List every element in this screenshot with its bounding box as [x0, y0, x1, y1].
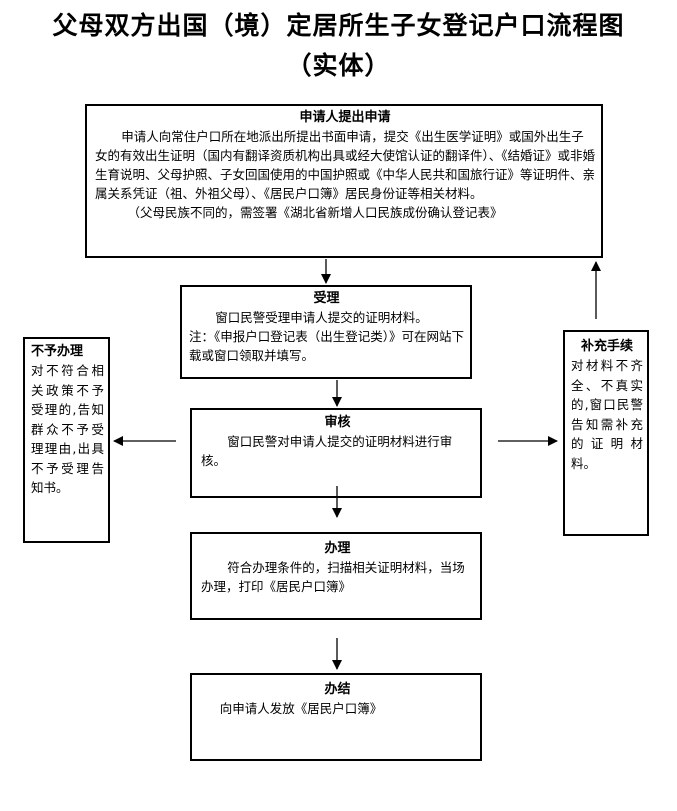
review-step-box: 审核 窗口民警对申请人提交的证明材料进行审核。: [190, 408, 482, 498]
reject-step-heading: 不予办理: [31, 344, 84, 359]
process-step-box: 办理 符合办理条件的，扫描相关证明材料，当场办理，打印《居民户口簿》: [190, 532, 482, 620]
apply-step-note: （父母民族不同的，需签署《湖北省新增人口民族成份确认登记表》: [127, 205, 503, 220]
process-step-body: 符合办理条件的，扫描相关证明材料，当场办理，打印《居民户口簿》: [201, 560, 465, 594]
page-subtitle: （实体）: [286, 51, 391, 80]
apply-step-heading: 申请人提出申请: [299, 110, 391, 125]
supplement-step-box: 补充手续 对材料不齐全、不真实的,窗口民警告知需补充的证明材料。: [563, 330, 649, 536]
accept-step-note: 注：《申报户口登记表（出生登记类）》可在网站下载或窗口领取并填写。: [189, 329, 465, 363]
complete-step-body: 向申请人发放《居民户口簿》: [219, 701, 383, 716]
apply-step-box: 申请人提出申请 申请人向常住户口所在地派出所提出书面申请，提交《出生医学证明》或…: [85, 104, 603, 258]
supplement-step-body: 对材料不齐全、不真实的,窗口民警告知需补充的证明材料。: [571, 358, 643, 471]
accept-step-box: 受理 窗口民警受理申请人提交的证明材料。 注：《申报户口登记表（出生登记类）》可…: [180, 285, 472, 379]
accept-step-body: 窗口民警受理申请人提交的证明材料。: [215, 310, 428, 325]
review-step-body: 窗口民警对申请人提交的证明材料进行审核。: [201, 434, 453, 468]
supplement-step-heading: 补充手续: [580, 339, 633, 354]
reject-step-box: 不予办理 对不符合相关政策不予受理的,告知群众不予受理理由,出具不予受理告知书。: [23, 337, 110, 543]
reject-step-body: 对不符合相关政策不予受理的,告知群众不予受理理由,出具不予受理告知书。: [31, 363, 104, 495]
apply-step-body: 申请人向常住户口所在地派出所提出书面申请，提交《出生医学证明》或国外出生子女的有…: [95, 129, 596, 201]
review-step-heading: 审核: [324, 415, 351, 430]
process-step-heading: 办理: [324, 541, 351, 556]
accept-step-heading: 受理: [313, 291, 340, 306]
complete-step-box: 办结 向申请人发放《居民户口簿》: [190, 673, 482, 761]
page-title: 父母双方出国（境）定居所生子女登记户口流程图: [52, 11, 625, 40]
complete-step-heading: 办结: [324, 682, 351, 697]
